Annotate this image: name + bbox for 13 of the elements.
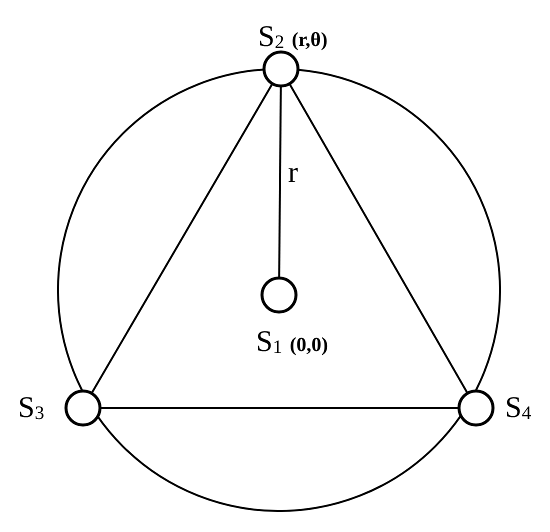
edge-label: r bbox=[288, 158, 298, 188]
node-label: S$_{2}$ (r,θ) bbox=[258, 22, 328, 52]
node-label: S$_{3}$ bbox=[18, 393, 44, 423]
connecting-line bbox=[278, 87, 282, 277]
connecting-line bbox=[91, 84, 273, 393]
sensor-node-circle bbox=[64, 389, 102, 427]
sensor-node-circle bbox=[262, 50, 300, 88]
sensor-node-circle bbox=[457, 389, 495, 427]
connecting-line bbox=[101, 407, 458, 409]
sensor-node-circle bbox=[260, 276, 298, 314]
connecting-line bbox=[289, 84, 468, 393]
node-label: S$_{1}$ (0,0) bbox=[256, 327, 328, 357]
node-label: S$_{4}$ bbox=[505, 393, 532, 423]
